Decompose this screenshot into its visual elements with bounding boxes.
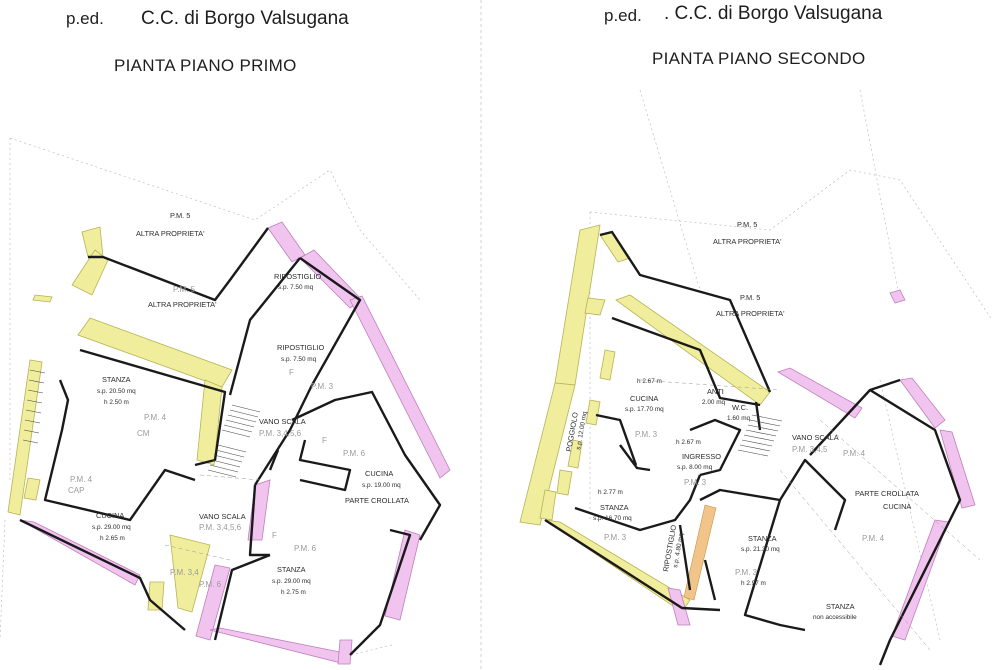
left-label-cucina1: CUCINA <box>96 511 124 520</box>
right-label-h267b: h 2.67 m <box>676 439 701 446</box>
left-label-pm4b: P.M. 4 <box>70 475 93 484</box>
right-label-pm3c: P.M. 3 <box>604 533 627 542</box>
left-label-cap: CAP <box>68 486 84 495</box>
left-label-cucina2: CUCINA <box>365 469 393 478</box>
left-label-pm34: P.M. 3,4 <box>170 568 199 577</box>
left-cadastral-label: C.C. di Borgo Valsugana <box>141 8 349 29</box>
right-plan-drawing: P.M. 5 ALTRA PROPRIETA' P.M. 5 ALTRA PRO… <box>519 89 992 666</box>
right-label-ingresso-sp: s.p. 8.00 mq <box>677 464 713 471</box>
right-label-crollata: PARTE CROLLATA <box>855 489 919 498</box>
left-label-stanza2-h: h 2.75 m <box>281 589 306 596</box>
left-label-rip1: RIPOSTIGLIO <box>274 272 321 281</box>
left-label-pm6a: P.M. 6 <box>343 449 366 458</box>
right-label-stanza2-h: h 2.97 m <box>741 580 766 587</box>
right-label-cucina: CUCINA <box>630 394 658 403</box>
right-label-ingresso: INGRESSO <box>682 452 721 461</box>
right-label-pm3a: P.M. 3 <box>635 430 658 439</box>
left-ped-label: p.ed. <box>66 9 104 28</box>
right-label-anti: ANTI <box>707 387 724 396</box>
left-label-stanza1-sp: s.p. 20.50 mq <box>97 388 136 395</box>
right-label-stanza3-note: non accessibile <box>813 614 857 621</box>
left-label-vano1: VANO SCALA <box>259 417 306 426</box>
left-label-vano1-pm: P.M. 3,4,5,6 <box>259 429 302 438</box>
left-label-f3: F <box>272 531 277 540</box>
left-label-vano2-pm: P.M. 3,4,5,6 <box>199 523 242 532</box>
right-label-anti-sp: 2.00 mq <box>702 399 726 406</box>
left-label-stanza1: STANZA <box>102 375 131 384</box>
left-label-stanza2-sp: s.p. 29.00 mq <box>272 578 311 585</box>
left-label-f2: F <box>322 436 327 445</box>
right-plan-title: PIANTA PIANO SECONDO <box>652 49 866 68</box>
right-label-wc-sp: 1.60 mq <box>727 415 751 422</box>
right-label-cucina2: CUCINA <box>883 502 911 511</box>
left-label-altra1: ALTRA PROPRIETA' <box>136 229 205 238</box>
right-label-h277: h 2.77 m <box>598 489 623 496</box>
left-label-f1: F <box>289 368 294 377</box>
right-label-h267a: h 2.67 m <box>637 378 662 385</box>
left-label-altra2: ALTRA PROPRIETA' <box>148 300 217 309</box>
left-label-vano2: VANO SCALA <box>199 512 246 521</box>
left-label-stanza2: STANZA <box>277 565 306 574</box>
right-label-altra2: ALTRA PROPRIETA' <box>716 309 785 318</box>
left-label-cucina2-sp: s.p. 19.00 mq <box>362 482 401 489</box>
right-label-vano: VANO SCALA <box>792 433 839 442</box>
left-label-pm3: P.M. 3 <box>311 382 334 391</box>
left-label-rip2-sp: s.p. 7.50 mq <box>281 356 317 363</box>
right-label-wc: W.C. <box>732 403 748 412</box>
right-label-pm4b: P.M. 4 <box>862 534 885 543</box>
right-label-pm5: P.M. 5 <box>737 220 757 229</box>
right-label-stanza3: STANZA <box>826 602 855 611</box>
left-label-pm6c: P.M. 6 <box>199 580 222 589</box>
right-label-stanza2: STANZA <box>748 534 777 543</box>
left-label-cm: CM <box>137 429 150 438</box>
right-label-pm5b: P.M. 5 <box>740 293 760 302</box>
left-label-pm6b: P.M. 6 <box>294 544 317 553</box>
right-label-stanza1-sp: s.p. 16.70 mq <box>593 515 632 522</box>
left-label-cucina1-sp: s.p. 29.00 mq <box>92 524 131 531</box>
left-label-rip2: RIPOSTIGLIO <box>277 343 324 352</box>
right-label-pm3d: P.M. 3 <box>735 568 758 577</box>
right-label-vano-pm: P.M. 3,4,5 <box>792 445 828 454</box>
left-label-rip1-sp: s.p. 7.50 mq <box>278 284 314 291</box>
right-label-stanza1: STANZA <box>600 503 629 512</box>
right-label-pm3b: P.M. 3 <box>684 478 707 487</box>
left-label-stanza1-h: h 2.50 m <box>104 399 129 406</box>
right-label-stanza2-sp: s.p. 21.30 mq <box>741 546 780 553</box>
left-plan-drawing: P.M. 5 ALTRA PROPRIETA' P.M. 5 ALTRA PRO… <box>0 137 451 665</box>
left-label-pm5b: P.M. 5 <box>173 285 196 294</box>
left-label-crollata: PARTE CROLLATA <box>345 496 409 505</box>
left-plan-title: PIANTA PIANO PRIMO <box>114 56 297 75</box>
right-ped-label: p.ed. <box>604 6 642 25</box>
right-cadastral-label: . C.C. di Borgo Valsugana <box>664 3 883 24</box>
right-label-cucina-sp: s.p. 17.70 mq <box>625 406 664 413</box>
left-label-cucina1-h: h 2.65 m <box>100 535 125 542</box>
left-label-pm4a: P.M. 4 <box>144 413 167 422</box>
right-label-pm4a: P.M. 4 <box>843 449 866 458</box>
right-label-altra1: ALTRA PROPRIETA' <box>713 237 782 246</box>
left-label-pm5: P.M. 5 <box>170 211 190 220</box>
